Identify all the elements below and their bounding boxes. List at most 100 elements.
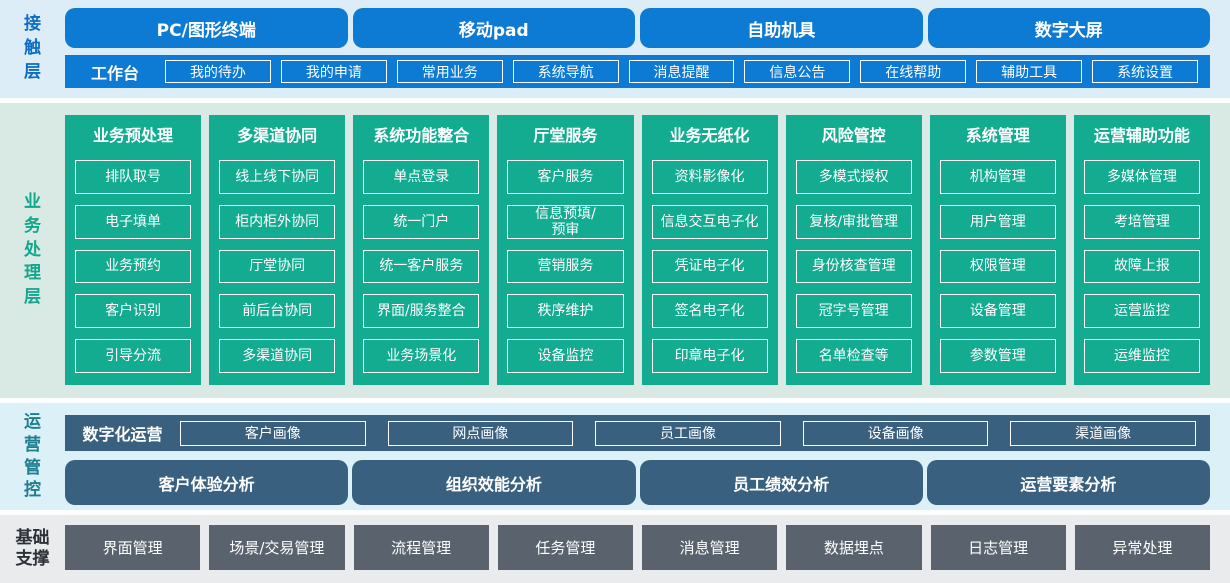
- business-layer-band: 业务处理层 业务预处理 排队取号 电子填单 业务预约 客户识别 引导分流 多渠道…: [0, 103, 1230, 398]
- column-title: 多渠道协同: [237, 126, 318, 145]
- column-business-preprocessing: 业务预处理 排队取号 电子填单 业务预约 客户识别 引导分流: [65, 115, 202, 385]
- biz-item: 冠字号管理: [795, 294, 912, 329]
- biz-item: 客户识别: [75, 294, 192, 329]
- column-title: 运营辅助功能: [1093, 126, 1190, 145]
- workbench-item-common-business: 常用业务: [396, 60, 503, 83]
- foundation-log-management: 日志管理: [930, 525, 1066, 570]
- terminal-pc: PC/图形终端: [65, 8, 348, 48]
- biz-item: 身份核查管理: [795, 249, 912, 284]
- biz-item: 权限管理: [939, 249, 1056, 284]
- biz-item: 柜内柜外协同: [219, 204, 336, 239]
- foundation-message-management: 消息管理: [642, 525, 778, 570]
- portrait-branch: 网点画像: [387, 420, 574, 446]
- biz-item: 故障上报: [1083, 249, 1200, 284]
- band-gap: [0, 510, 1230, 515]
- column-risk-control: 风险管控 多模式授权 复核/审批管理 身份核查管理 冠字号管理 名单检查等: [785, 115, 922, 385]
- biz-item: 业务预约: [75, 249, 192, 284]
- biz-item: 签名电子化: [651, 294, 768, 329]
- foundation-layer-band: 基础支撑 界面管理 场景/交易管理 流程管理 任务管理 消息管理 数据埋点 日志…: [0, 515, 1230, 583]
- operations-layer-band: 运营管控 数字化运营 客户画像 网点画像 员工画像 设备画像 渠道画像 客户体验…: [0, 403, 1230, 510]
- band-gap: [0, 98, 1230, 103]
- biz-item: 厅堂协同: [219, 249, 336, 284]
- foundation-task-management: 任务管理: [497, 525, 633, 570]
- biz-item: 信息预填/ 预审: [507, 204, 624, 239]
- biz-item: 信息交互电子化: [651, 204, 768, 239]
- contact-layer-label: 接触层: [24, 14, 41, 82]
- biz-item: 业务场景化: [363, 339, 480, 373]
- biz-item: 多渠道协同: [219, 339, 336, 373]
- biz-item: 营销服务: [507, 249, 624, 284]
- analysis-employee-performance: 员工绩效分析: [639, 460, 923, 505]
- workbench-item-system-navigation: 系统导航: [512, 60, 619, 83]
- terminal-mobile-pad: 移动pad: [352, 8, 635, 48]
- biz-item: 统一客户服务: [363, 249, 480, 284]
- biz-item: 参数管理: [939, 339, 1056, 373]
- biz-item: 资料影像化: [651, 160, 768, 194]
- biz-item: 统一门户: [363, 204, 480, 239]
- biz-item: 设备管理: [939, 294, 1056, 329]
- contact-layer-band: 接触层 PC/图形终端 移动pad 自助机具 数字大屏 工作台 我的待办 我的申…: [0, 0, 1230, 98]
- biz-item: 机构管理: [939, 160, 1056, 194]
- digital-operations-label: 数字化运营: [82, 425, 163, 444]
- biz-item: 印章电子化: [651, 339, 768, 373]
- digital-operations-items: 客户画像 网点画像 员工画像 设备画像 渠道画像: [180, 420, 1196, 446]
- biz-item: 复核/审批管理: [795, 204, 912, 239]
- biz-item: 引导分流: [75, 339, 192, 373]
- biz-item: 线上线下协同: [219, 160, 336, 194]
- column-paperless-business: 业务无纸化 资料影像化 信息交互电子化 凭证电子化 签名电子化 印章电子化: [641, 115, 778, 385]
- foundation-scene-transaction-management: 场景/交易管理: [209, 525, 345, 570]
- portrait-device: 设备画像: [802, 420, 989, 446]
- biz-item: 凭证电子化: [651, 249, 768, 284]
- workbench-item-my-todo: 我的待办: [165, 60, 271, 83]
- column-title: 业务无纸化: [669, 126, 750, 145]
- portrait-channel: 渠道画像: [1010, 420, 1196, 446]
- biz-item: 考培管理: [1083, 204, 1200, 239]
- analysis-customer-experience: 客户体验分析: [65, 460, 349, 505]
- terminal-row: PC/图形终端 移动pad 自助机具 数字大屏: [65, 8, 1210, 48]
- portrait-customer: 客户画像: [180, 420, 366, 446]
- workbench-bar: 工作台 我的待办 我的申请 常用业务 系统导航 消息提醒 信息公告 在线帮助 辅…: [65, 55, 1210, 88]
- biz-item: 前后台协同: [219, 294, 336, 329]
- band-gap: [0, 398, 1230, 403]
- biz-item: 单点登录: [363, 160, 480, 194]
- biz-item: 用户管理: [939, 204, 1056, 239]
- workbench-item-system-settings: 系统设置: [1092, 60, 1199, 83]
- workbench-item-auxiliary-tools: 辅助工具: [976, 60, 1083, 83]
- biz-item: 界面/服务整合: [363, 294, 480, 329]
- digital-operations-bar: 数字化运营 客户画像 网点画像 员工画像 设备画像 渠道画像: [65, 415, 1210, 451]
- column-multichannel-collaboration: 多渠道协同 线上线下协同 柜内柜外协同 厅堂协同 前后台协同 多渠道协同: [209, 115, 346, 385]
- biz-item: 电子填单: [75, 204, 192, 239]
- column-title: 厅堂服务: [533, 126, 598, 145]
- foundation-layer-label: 基础支撑: [15, 527, 50, 569]
- biz-item: 名单检查等: [795, 339, 912, 373]
- biz-item: 运营监控: [1083, 294, 1200, 329]
- analysis-row: 客户体验分析 组织效能分析 员工绩效分析 运营要素分析: [65, 460, 1210, 505]
- portrait-employee: 员工画像: [595, 420, 781, 446]
- business-columns: 业务预处理 排队取号 电子填单 业务预约 客户识别 引导分流 多渠道协同 线上线…: [65, 115, 1210, 385]
- workbench-item-online-help: 在线帮助: [860, 60, 967, 83]
- workbench-items: 我的待办 我的申请 常用业务 系统导航 消息提醒 信息公告 在线帮助 辅助工具 …: [165, 60, 1199, 83]
- biz-item: 运维监控: [1083, 339, 1200, 373]
- workbench-item-message-reminder: 消息提醒: [628, 60, 735, 83]
- biz-item: 排队取号: [75, 160, 192, 194]
- foundation-layer-label-wrap: 基础支撑: [0, 515, 65, 583]
- business-layer-label: 业务处理层: [24, 192, 41, 308]
- terminal-self-service: 自助机具: [640, 8, 923, 48]
- analysis-operation-elements: 运营要素分析: [926, 460, 1210, 505]
- column-title: 系统管理: [965, 126, 1030, 145]
- column-title: 风险管控: [821, 126, 886, 145]
- terminal-digital-screen: 数字大屏: [927, 8, 1210, 48]
- foundation-process-management: 流程管理: [353, 525, 489, 570]
- analysis-organizational-efficiency: 组织效能分析: [352, 460, 636, 505]
- contact-layer-label-wrap: 接触层: [0, 0, 65, 98]
- column-title: 业务预处理: [93, 126, 174, 145]
- workbench-label: 工作台: [90, 63, 139, 83]
- biz-item: 客户服务: [507, 160, 624, 194]
- operations-layer-label-wrap: 运营管控: [0, 403, 65, 510]
- operations-layer-label: 运营管控: [24, 411, 41, 501]
- business-layer-label-wrap: 业务处理层: [0, 103, 65, 398]
- foundation-interface-management: 界面管理: [65, 525, 201, 570]
- column-operation-auxiliary-functions: 运营辅助功能 多媒体管理 考培管理 故障上报 运营监控 运维监控: [1073, 115, 1210, 385]
- foundation-exception-handling: 异常处理: [1074, 525, 1210, 570]
- column-title: 系统功能整合: [373, 126, 470, 145]
